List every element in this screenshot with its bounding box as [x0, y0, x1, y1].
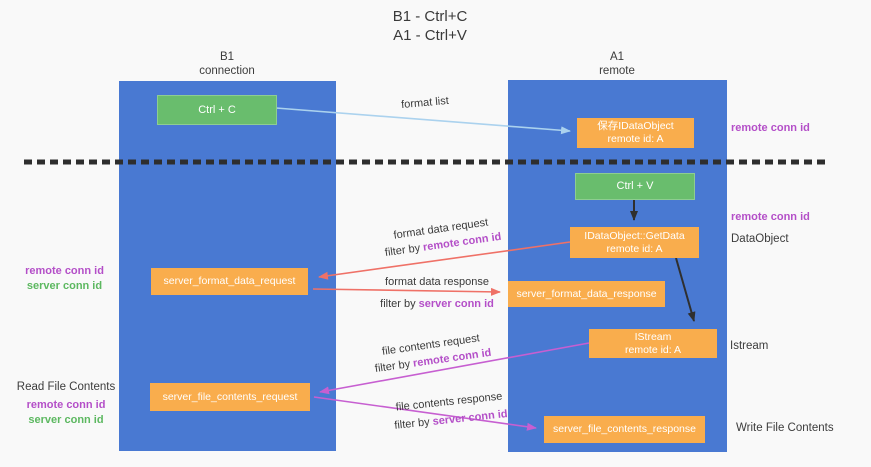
arrow-format-list [275, 107, 571, 135]
annotation-remote-conn-id-top-left: remote conn id [25, 265, 104, 277]
node-save-idataobject: 保存IDataObject remote id: A [577, 118, 694, 148]
filter-key-server-conn-id: server conn id [418, 298, 494, 310]
annotation-block-conn-ids-top-left: remote conn id server conn id [17, 264, 112, 294]
lane-header-b1: B1 connection [157, 50, 297, 78]
annotation-server-conn-id-top-left: server conn id [26, 280, 103, 292]
node-ctrl-v: Ctrl + V [575, 173, 695, 200]
title-line-1: B1 - Ctrl+C [392, 8, 468, 25]
arrow-format-data-response [312, 287, 501, 296]
annotation-dataobject: DataObject [731, 233, 789, 245]
annotation-server-conn-id-bottom-left: server conn id [28, 414, 104, 426]
node-server-file-contents-response: server_file_contents_response [544, 416, 705, 443]
node-server-format-data-response: server_format_data_response [508, 281, 665, 307]
arrow-file-contents-response [313, 396, 537, 431]
annotation-write-file-contents: Write File Contents [736, 422, 834, 434]
node-ctrl-c: Ctrl + C [157, 95, 277, 125]
node-format-response-label: server_format_data_response [516, 287, 657, 300]
node-idataobject-getdata: IDataObject::GetData remote id: A [570, 227, 699, 258]
node-file-request-label: server_file_contents_request [162, 390, 298, 403]
annotation-read-file-contents: Read File Contents [16, 381, 116, 393]
node-getdata-line2: remote id: A [606, 242, 663, 255]
lane-header-a1: A1 remote [547, 50, 687, 78]
node-server-format-data-request: server_format_data_request [151, 268, 308, 295]
arrow-file-contents-request [319, 342, 590, 395]
lane-a1-name: A1 [609, 51, 625, 63]
diagram-title: B1 - Ctrl+C A1 - Ctrl+V [0, 7, 860, 45]
node-istream-line1: IStream [634, 330, 672, 343]
node-format-request-label: server_format_data_request [163, 275, 296, 287]
arrow-format-data-request [318, 241, 571, 280]
annotation-remote-conn-id-top-right: remote conn id [731, 122, 810, 134]
annotation-remote-conn-id-mid-right: remote conn id [731, 211, 810, 223]
format-data-response-filter: filter by server conn id [380, 298, 494, 310]
node-getdata-line1: IDataObject::GetData [584, 229, 685, 242]
node-save-idataobject-line1: 保存IDataObject [597, 120, 674, 132]
node-istream-line2: remote id: A [624, 343, 682, 356]
lane-b1-name: B1 [219, 51, 235, 63]
node-save-idataobject-line2: remote id: A [607, 133, 664, 145]
node-istream: IStream remote id: A [589, 329, 717, 358]
node-server-file-contents-request: server_file_contents_request [150, 383, 310, 411]
annotation-remote-conn-id-bottom-left: remote conn id [26, 399, 106, 411]
arrow-getdata-to-istream [675, 257, 696, 322]
node-ctrl-v-label: Ctrl + V [616, 180, 654, 192]
lane-a1-role: remote [599, 65, 635, 77]
lane-b1-role: connection [199, 65, 255, 77]
node-ctrl-c-label: Ctrl + C [198, 103, 236, 116]
node-file-response-label: server_file_contents_response [552, 423, 696, 435]
edge-label-format-data-response: format data response filter by server co… [367, 274, 507, 312]
title-line-2: A1 - Ctrl+V [393, 27, 467, 44]
annotation-block-read-file-left: Read File Contents remote conn id server… [14, 380, 118, 428]
annotation-istream: Istream [730, 340, 769, 352]
format-data-response-text: format data response [385, 276, 489, 288]
